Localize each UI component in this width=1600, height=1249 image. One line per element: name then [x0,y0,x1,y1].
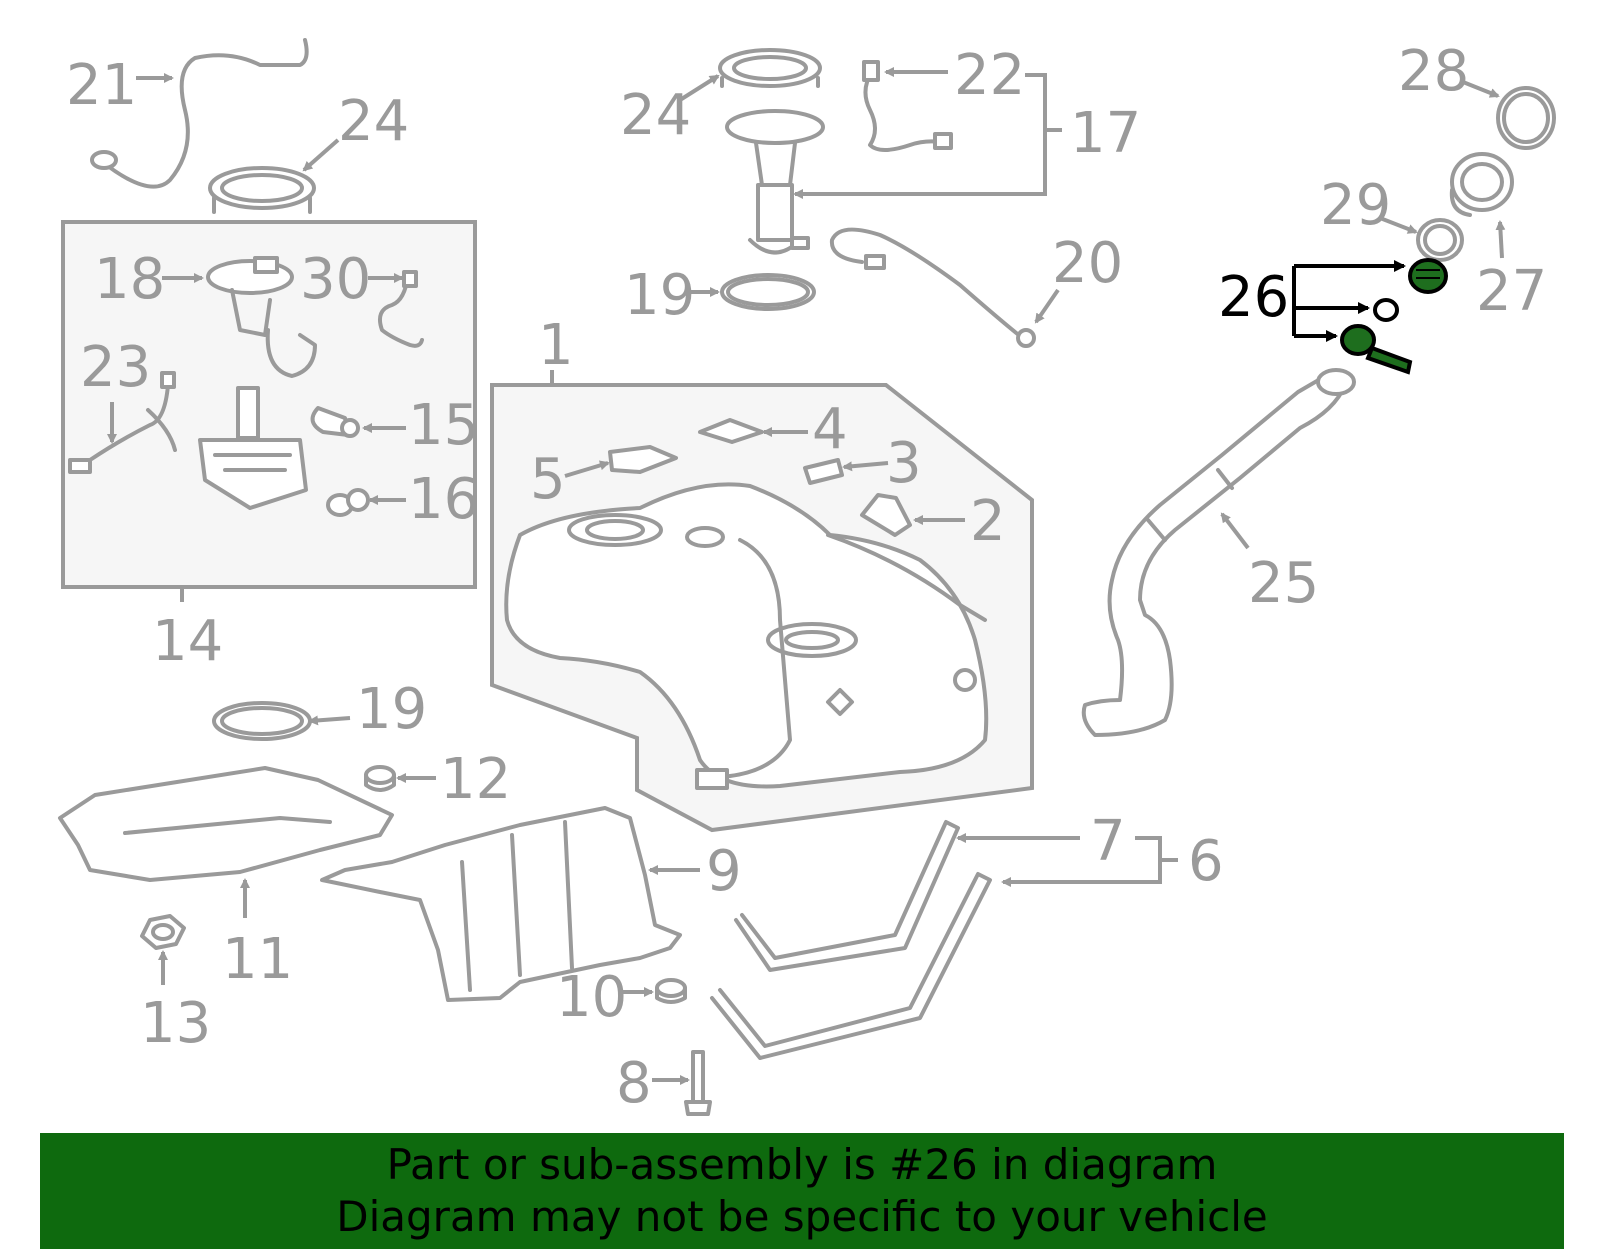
label-30: 30 [300,247,371,312]
part-7-tank-band [734,820,960,972]
part-5-pad [608,445,678,474]
part-18-fuel-pump [206,256,317,378]
part-29-o-ring [1416,218,1464,262]
part-22-sender-wire [862,60,953,152]
label-9: 9 [706,839,742,904]
label-22: 22 [954,43,1025,108]
label-18: 18 [94,247,165,312]
label-21: 21 [66,53,137,118]
label-24-left: 24 [338,89,409,154]
label-26: 26 [1218,265,1289,330]
label-19-top: 19 [624,263,695,328]
part-10-spacer [655,978,687,1004]
label-4: 4 [812,397,848,462]
part-21-vent-tube [98,38,309,189]
part-24-lock-ring-left [208,166,316,214]
label-5: 5 [530,447,566,512]
label-20: 20 [1052,231,1123,296]
part-27-housing [1449,152,1514,217]
part-25-filler-pipe [1081,368,1356,737]
part-26-fuel-cap-highlighted [1340,258,1448,375]
part-19-gasket-lower [212,701,312,741]
label-28: 28 [1398,39,1469,104]
part-30-wire-harness [378,273,424,348]
part-15-fuel-filter [310,406,360,438]
label-19-lower: 19 [356,677,427,742]
label-3: 3 [886,431,922,496]
label-8: 8 [616,1051,652,1116]
part-19-gasket-top [720,273,816,311]
label-17: 17 [1070,101,1141,166]
part-8-bolt [684,1050,712,1116]
label-29: 29 [1320,173,1391,238]
part-1-fuel-tank [504,482,989,790]
part-12-spacer [364,765,396,792]
part-28-ring [1496,86,1556,150]
bracket-17 [793,73,1047,199]
banner-line-2: Diagram may not be specific to your vehi… [336,1192,1268,1241]
pump-bracket [198,386,308,510]
label-11: 11 [222,927,293,992]
label-23: 23 [80,335,151,400]
label-13: 13 [140,991,211,1056]
part-2-cover [860,493,912,537]
label-12: 12 [440,747,511,812]
part-13-nut [140,914,186,950]
banner-line-1: Part or sub-assembly is #26 in diagram [386,1140,1218,1189]
label-16: 16 [408,467,479,532]
label-24-top: 24 [620,83,691,148]
part-6-tank-band [710,872,992,1060]
label-6: 6 [1188,829,1224,894]
label-27: 27 [1476,259,1547,324]
part-3-pad [803,458,844,485]
part-24-lock-ring-top [718,48,822,88]
part-11-protector [58,766,394,882]
part-20-fuel-tube [829,227,1022,338]
label-7: 7 [1090,809,1126,874]
part-9-heat-shield [320,806,682,1002]
label-14: 14 [152,609,223,674]
part-17-pump-module [725,109,825,255]
label-1: 1 [538,313,574,378]
info-banner: Part or sub-assembly is #26 in diagram D… [40,1133,1564,1249]
label-2: 2 [970,489,1006,554]
part-23-harness [73,383,170,467]
label-15: 15 [408,393,479,458]
label-10: 10 [556,965,627,1030]
label-25: 25 [1248,551,1319,616]
bracket-6 [1001,836,1162,887]
